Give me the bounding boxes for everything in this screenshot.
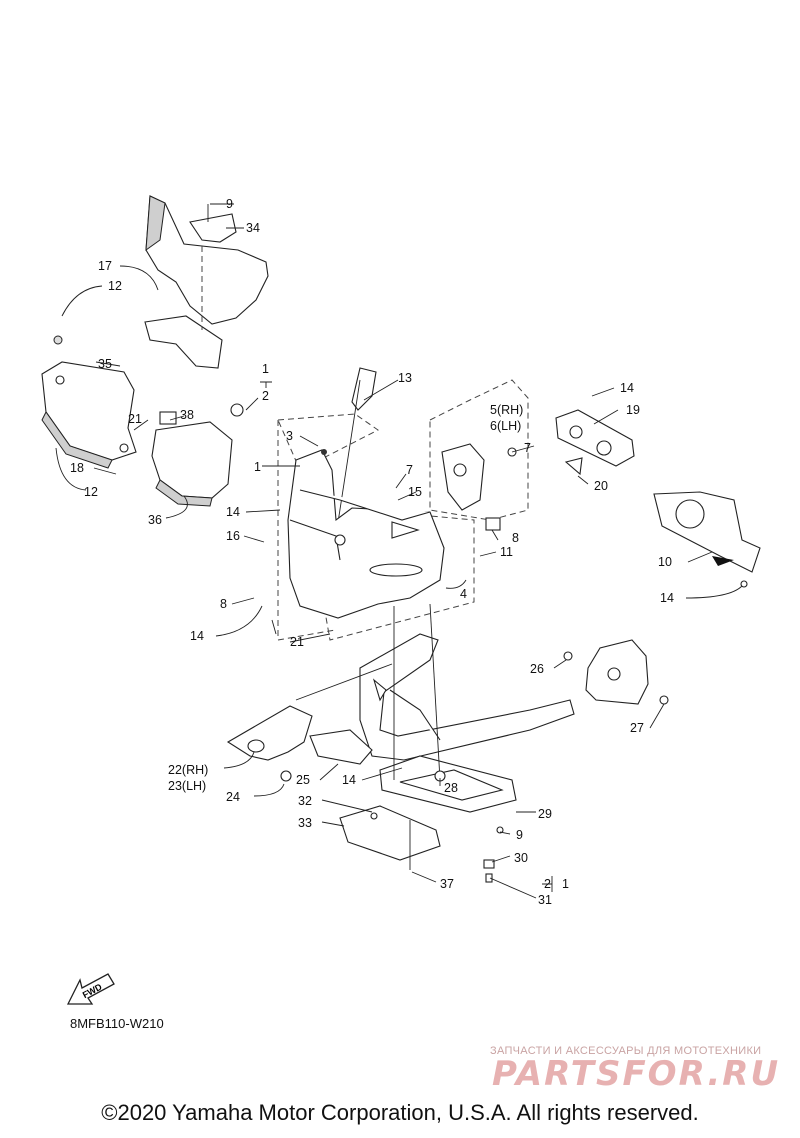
callout-7: 7	[524, 441, 531, 455]
callout-32: 32	[298, 794, 312, 808]
callout-30: 30	[514, 851, 528, 865]
rear-mount-26-27	[563, 639, 669, 705]
front-mount-22-23	[226, 663, 393, 782]
callout-25: 25	[296, 773, 310, 787]
callout-34: 34	[246, 221, 260, 235]
callout-2: 2	[262, 389, 269, 403]
callout-5-rh: 5(RH)	[490, 403, 523, 417]
callout-21: 21	[128, 412, 142, 426]
callout-31: 31	[538, 893, 552, 907]
callout-19: 19	[626, 403, 640, 417]
leader-lines	[55, 203, 743, 899]
callout-17: 17	[98, 259, 112, 273]
callout-labels: 9 34 17 12 35 1 2 13 21 38 18 12 36 3 1 …	[70, 197, 674, 907]
callout-10: 10	[658, 555, 672, 569]
skid-plate-33	[339, 805, 441, 870]
watermark-logo: PARTSFOR.RU	[492, 1054, 781, 1094]
bracket-10	[653, 491, 761, 588]
callout-23-lh: 23(LH)	[168, 779, 206, 793]
watermark-tagline: ЗАПЧАСТИ И АКСЕССУАРЫ ДЛЯ МОТОТЕХНИКИ	[490, 1045, 762, 1057]
left-bracket-36	[151, 403, 244, 507]
callout-20: 20	[594, 479, 608, 493]
callout-13: 13	[398, 371, 412, 385]
fwd-arrow-icon: FWD	[66, 973, 115, 1005]
callout-9: 9	[226, 197, 233, 211]
callout-11: 11	[500, 545, 513, 559]
callout-14: 14	[660, 591, 674, 605]
left-bracket-35	[41, 335, 137, 469]
plate-19	[555, 409, 635, 476]
callout-28: 28	[444, 781, 458, 795]
callout-16: 16	[226, 529, 240, 543]
underframe	[309, 603, 575, 813]
diagram-code: 8MFB110-W210	[70, 1016, 164, 1031]
callout-14: 14	[342, 773, 356, 787]
callout-15: 15	[408, 485, 422, 499]
callout-36: 36	[148, 513, 162, 527]
callout-26: 26	[530, 662, 544, 676]
callout-9: 9	[516, 828, 523, 842]
callout-2: 2	[544, 877, 551, 891]
callout-6-lh: 6(LH)	[490, 419, 521, 433]
callout-12: 12	[108, 279, 122, 293]
callout-22-rh: 22(RH)	[168, 763, 208, 777]
fasteners-30-31	[483, 826, 504, 883]
callout-33: 33	[298, 816, 312, 830]
callout-4: 4	[460, 587, 467, 601]
engine-mount-5-6	[429, 379, 529, 531]
callout-12: 12	[84, 485, 98, 499]
callout-1: 1	[254, 460, 261, 474]
callout-1: 1	[262, 362, 269, 376]
callout-18: 18	[70, 461, 84, 475]
callout-14: 14	[620, 381, 634, 395]
callout-1: 1	[562, 877, 569, 891]
callout-35: 35	[98, 357, 112, 371]
callout-24: 24	[226, 790, 240, 804]
callout-8: 8	[220, 597, 227, 611]
callout-3: 3	[286, 429, 293, 443]
upper-cowl-bracket	[144, 195, 269, 369]
callout-21: 21	[290, 635, 304, 649]
callout-27: 27	[630, 721, 644, 735]
front-frame-assembly	[277, 413, 475, 641]
callout-38: 38	[180, 408, 194, 422]
callout-14: 14	[190, 629, 204, 643]
callout-29: 29	[538, 807, 552, 821]
copyright-footer: ©2020 Yamaha Motor Corporation, U.S.A. A…	[101, 1100, 699, 1125]
callout-7: 7	[406, 463, 413, 477]
callout-8: 8	[512, 531, 519, 545]
callout-37: 37	[440, 877, 454, 891]
callout-14: 14	[226, 505, 240, 519]
